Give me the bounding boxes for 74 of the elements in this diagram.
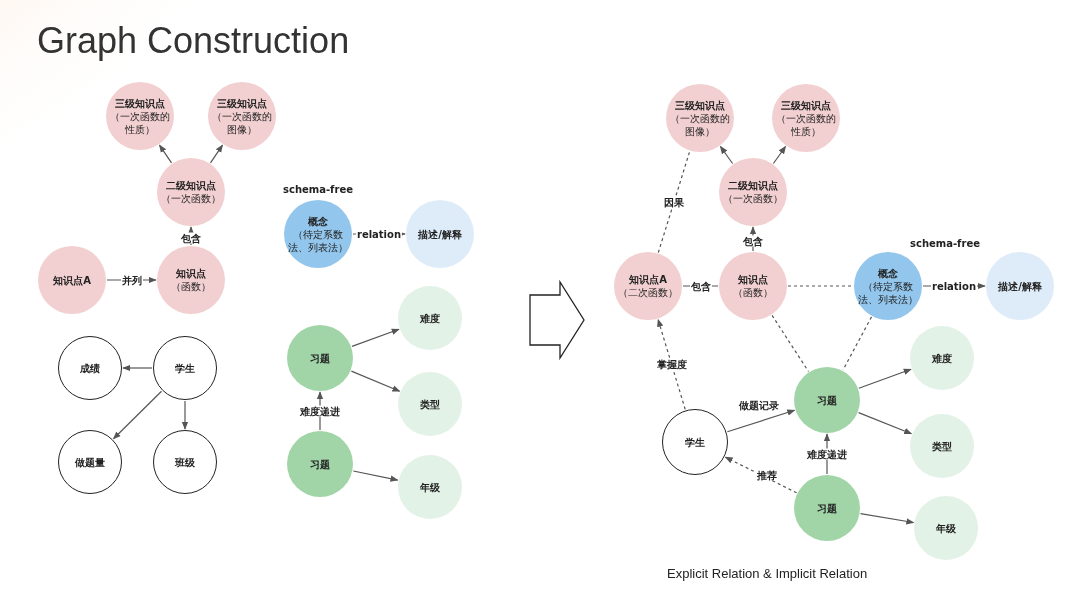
edge-label: 掌握度 [655,358,688,370]
node-subtitle: （一次函数的图像） [211,109,273,136]
dashed-line [771,314,810,373]
arrow [158,144,173,164]
arrow [181,400,189,430]
node-title: 概念 [308,214,328,228]
node-title: 习题 [817,501,837,515]
node-title: 习题 [310,351,330,365]
node-subtitle: （函数） [733,286,773,299]
node-subtitle: （一次函数的性质） [775,111,837,138]
dashed-line [787,285,854,287]
node-title: 知识点A [629,273,667,286]
node-title: 难度 [932,351,952,365]
arrow [726,409,796,433]
edge-label: 难度递进 [806,448,848,460]
node-title: 学生 [175,361,195,375]
arrow [719,145,734,165]
edge-label: 包含 [689,280,712,292]
node-title: 二级知识点 [728,179,778,192]
slide-title: Graph Construction [37,20,350,62]
arrow [772,145,787,165]
edge-label: 因果 [663,196,685,208]
edge-label: 难度递进 [299,405,341,417]
node-subtitle: （一次函数的图像） [669,111,731,138]
edge-label: relation [930,280,978,292]
node-title: 学生 [685,435,705,449]
arrow [859,513,915,525]
arrow [112,390,163,440]
node-subtitle: （函数） [171,280,211,293]
node-title: 知识点 [738,273,768,286]
edge-label: 并列 [120,274,143,286]
node-title: 三级知识点 [781,98,831,112]
arrow [209,144,224,164]
arrow [350,370,401,392]
node-title: 三级知识点 [115,96,165,110]
node-title: 三级知识点 [217,96,267,110]
arrow [858,368,912,389]
node-subtitle: （待定系数法、列表法） [857,279,919,306]
node-title: 类型 [420,397,440,411]
node-title: 班级 [175,455,195,469]
node-title: 概念 [878,266,898,280]
node-title: 难度 [420,311,440,325]
dashed-arrow [724,456,798,494]
edge-label: 做题记录 [738,399,780,411]
node-title: 习题 [817,393,837,407]
node-title: 做题量 [75,455,105,469]
node-subtitle: （待定系数法、列表法） [287,227,349,254]
edge-label: 推荐 [756,469,778,481]
caption: Explicit Relation & Implicit Relation [667,566,868,581]
dashed-arrow [657,318,686,410]
annotation-text: schema-free [910,238,980,249]
arrow [858,412,913,435]
node-title: 年级 [420,480,440,494]
node-title: 描述/解释 [998,279,1042,293]
arrow [351,328,400,347]
node-title: 习题 [310,457,330,471]
dashed-line [657,150,691,254]
node-title: 二级知识点 [166,179,216,192]
edge-label: relation [355,228,403,240]
node-title: 知识点 [176,267,206,280]
node-title: 年级 [936,521,956,535]
arrow [352,470,399,482]
node-title: 描述/解释 [418,227,462,241]
edge-label: 包含 [180,232,202,244]
arrow [122,364,153,372]
node-subtitle: （一次函数） [161,192,221,205]
node-subtitle: （一次函数） [723,192,783,205]
edge-label: 包含 [742,235,764,247]
node-title: 知识点A [53,273,91,287]
node-subtitle: （一次函数的性质） [109,109,171,136]
node-subtitle: （二次函数） [618,286,678,299]
node-title: 成绩 [80,361,100,375]
node-title: 三级知识点 [675,98,725,112]
node-title: 类型 [932,439,952,453]
